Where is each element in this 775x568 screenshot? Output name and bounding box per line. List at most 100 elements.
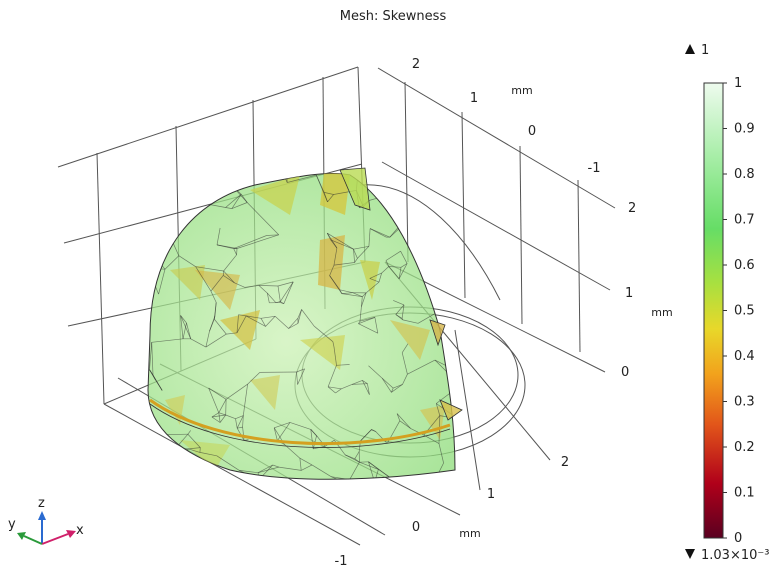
- x-axis-unit: mm: [459, 527, 480, 540]
- mesh-edge: [401, 304, 405, 319]
- mesh-edge: [193, 191, 210, 205]
- mesh-edge: [172, 223, 175, 243]
- z-tick: 2: [628, 201, 636, 216]
- mesh-edge: [360, 429, 372, 442]
- mesh-edge: [188, 448, 201, 453]
- mesh-edge: [216, 244, 238, 249]
- mesh-edge: [274, 422, 291, 429]
- mesh-edge: [451, 322, 455, 330]
- mesh-edge: [368, 461, 379, 470]
- mesh-edge: [233, 235, 267, 249]
- mesh-edge: [381, 378, 394, 389]
- mesh-edge: [235, 415, 244, 420]
- colorbar-tick-label: 0.5: [734, 304, 755, 319]
- mesh-edge: [280, 301, 284, 305]
- mesh-edge: [219, 414, 226, 423]
- mesh-edge: [453, 320, 455, 324]
- y-axis-unit: mm: [511, 84, 532, 97]
- mesh-edge: [402, 374, 408, 385]
- y-tick: 2: [412, 57, 420, 72]
- mesh-edge: [351, 383, 368, 385]
- mesh-edge: [223, 275, 235, 284]
- mesh-edge: [354, 451, 360, 459]
- mesh-edge: [327, 232, 354, 250]
- mesh-edge: [381, 378, 392, 393]
- mesh-edge: [402, 198, 416, 226]
- mesh-edge: [150, 251, 166, 270]
- mesh-edge: [187, 433, 201, 448]
- mesh-edge: [333, 247, 338, 266]
- mesh-edge: [398, 225, 403, 227]
- x-tick: 1: [487, 487, 495, 502]
- mesh-edge: [182, 322, 187, 339]
- mesh-edge: [375, 431, 388, 444]
- mesh-edge: [182, 204, 185, 215]
- mesh-edge: [346, 479, 348, 480]
- mesh-edge: [260, 315, 276, 319]
- mesh-edge: [330, 239, 354, 250]
- mesh-edge: [218, 412, 226, 416]
- mesh-edge: [149, 342, 153, 370]
- mesh-edge: [155, 379, 163, 391]
- mesh-edge: [438, 462, 444, 474]
- colorbar-tick-label: 0.9: [734, 122, 755, 137]
- x-tick: -1: [335, 554, 348, 568]
- mesh-edge: [374, 469, 379, 480]
- mesh-edge: [266, 293, 270, 303]
- mesh-edge: [369, 228, 390, 238]
- z-tick: 1: [625, 286, 633, 301]
- triad-x-axis: [41, 533, 69, 545]
- mesh-edge: [277, 422, 291, 441]
- mesh-edge: [391, 384, 403, 393]
- mesh-edge: [331, 476, 348, 480]
- mesh-edge: [327, 233, 338, 249]
- mesh-edge: [226, 332, 238, 335]
- mesh-edge: [407, 359, 436, 375]
- mesh-edge: [260, 318, 266, 327]
- mesh-edge: [183, 191, 194, 205]
- triad-y-axis: [23, 535, 43, 545]
- colorbar-max-label: 1: [701, 43, 709, 58]
- mesh-edge: [365, 281, 380, 294]
- mesh-edge: [274, 316, 289, 329]
- mesh-edge: [267, 292, 277, 303]
- mesh-edge: [406, 198, 416, 221]
- mesh-edge: [266, 234, 279, 236]
- mesh-edge: [451, 320, 454, 329]
- colorbar-tick-label: 0.4: [734, 349, 755, 364]
- colorbar-tick-label: 0.8: [734, 167, 755, 182]
- mesh-edge: [299, 458, 302, 471]
- mesh-edge: [234, 282, 246, 288]
- mesh-edge: [210, 290, 217, 303]
- triad-y-label: y: [8, 517, 16, 532]
- mesh-edge: [257, 464, 273, 474]
- mesh-edge: [297, 309, 302, 324]
- mesh-edge: [376, 174, 392, 184]
- mesh-edge: [148, 251, 151, 269]
- mesh-edge: [242, 415, 244, 428]
- mesh-edge: [327, 194, 334, 203]
- mesh-edge: [174, 213, 184, 224]
- colorbar-min-marker: 1.03×10⁻³: [685, 548, 769, 563]
- mesh-edge: [236, 234, 279, 249]
- mesh-edge: [258, 285, 268, 294]
- mesh-edge: [194, 191, 210, 205]
- triangle-up-icon: [685, 44, 695, 54]
- mesh-edge: [388, 266, 400, 280]
- mesh-edge: [315, 174, 328, 203]
- mesh-edge: [385, 260, 390, 267]
- mesh-edge: [368, 228, 371, 247]
- mesh-edge: [232, 173, 244, 187]
- mesh-edge: [417, 313, 436, 324]
- mesh-edge: [324, 192, 334, 195]
- mesh-edge: [255, 168, 282, 173]
- mesh-edge: [205, 331, 210, 348]
- mesh-edge: [282, 173, 287, 176]
- mesh-edge: [172, 448, 189, 465]
- mesh-edge: [249, 166, 255, 167]
- mesh-edge: [172, 242, 180, 256]
- mesh-edge: [329, 264, 335, 276]
- mesh-edge: [374, 317, 379, 334]
- mesh-edge: [415, 174, 455, 199]
